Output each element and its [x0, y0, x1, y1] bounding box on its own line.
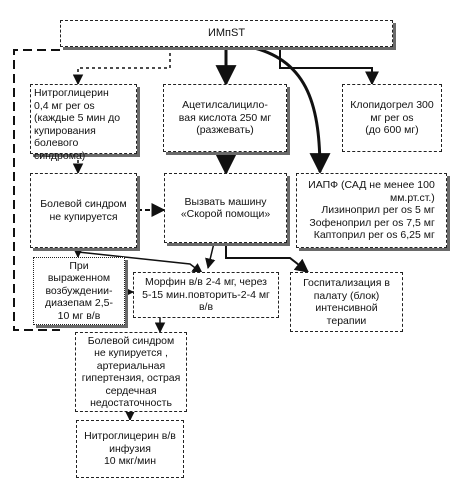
node-pain-persists: Болевой синдром не купируется — [30, 173, 137, 248]
edge-ambulance-to-hospital — [225, 243, 310, 273]
node-diazepam: При выраженном возбуждении- диазепам 2,5… — [33, 257, 125, 325]
node-complications: Болевой синдром не купируется , артериал… — [75, 332, 187, 412]
node-imnst: ИМпST — [60, 20, 393, 47]
node-aspirin: Ацетилсалицило- вая кислота 250 мг (разж… — [163, 84, 287, 152]
edge-imnst-to-clopidogrel — [279, 47, 379, 86]
node-hospitalization: Госпитализация в палату (блок) интенсивн… — [290, 272, 403, 332]
edge-imnst-to-acei — [249, 45, 331, 175]
node-nitroglycerin-iv: Нитроглицерин в/в инфузия 10 мкг/мин — [76, 420, 184, 478]
node-nitroglycerin-oral: Нитроглицерин 0,4 мг per os (каждые 5 ми… — [30, 84, 137, 162]
node-ambulance: Вызвать машину «Скорой помощи» — [164, 173, 287, 243]
edge-pain-to-morphine — [77, 251, 203, 274]
edge-imnst-left-bracket — [13, 49, 60, 331]
edge-imnst-to-nitro — [72, 47, 171, 86]
node-morphine: Морфин в/в 2-4 мг, через 5-15 мин.повтор… — [133, 272, 279, 318]
edge-ambulance-to-morphine — [205, 242, 216, 270]
node-clopidogrel: Клопидогрел 300 мг per os (до 600 мг) — [342, 84, 442, 152]
node-acei: ИАПФ (САД не менее 100 мм.рт.ст.) Лизино… — [296, 173, 447, 248]
